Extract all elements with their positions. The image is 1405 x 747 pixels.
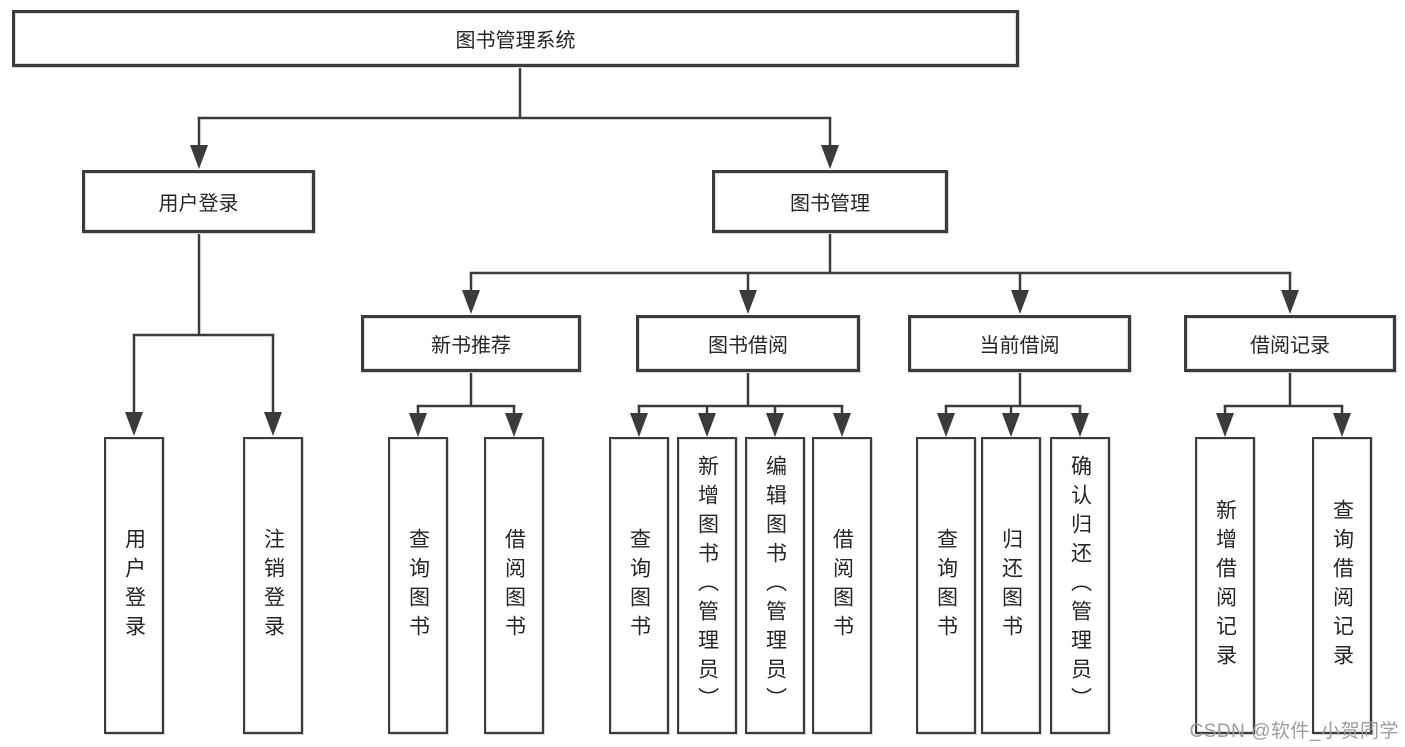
leaf-br-query-record: 查询借阅记录: [1312, 437, 1372, 734]
node-borrow-records: 借阅记录: [1184, 315, 1396, 372]
node-current-borrow: 当前借阅: [908, 315, 1131, 372]
node-book-borrow: 图书借阅: [636, 315, 860, 372]
leaf-bb-edit-book-admin-label: 编辑图书（管理员）: [763, 455, 787, 716]
node-new-book-recommend: 新书推荐: [361, 315, 581, 372]
leaf-bb-query-books-label: 查询图书: [627, 527, 651, 644]
node-book-management: 图书管理: [712, 170, 948, 233]
leaf-br-add-record: 新增借阅记录: [1195, 437, 1255, 734]
leaf-cb-confirm-return-admin-label: 确认归还（管理员）: [1068, 455, 1092, 716]
leaf-logout-label: 注销登录: [261, 527, 285, 644]
connector-borrow-records-to-leaves: [1216, 372, 1351, 437]
leaf-cb-return-books: 归还图书: [981, 437, 1041, 734]
connector-root-to-level2: [190, 67, 839, 169]
node-root-system-label: 图书管理系统: [455, 30, 576, 52]
leaf-bb-add-book-admin: 新增图书（管理员）: [677, 437, 737, 734]
leaf-cb-query-books: 查询图书: [916, 437, 976, 734]
node-current-borrow-label: 当前借阅: [979, 335, 1060, 357]
connector-book-borrow-to-leaves: [630, 372, 851, 437]
leaf-rec-query-books-label: 查询图书: [406, 527, 430, 644]
leaf-bb-borrow-books: 借阅图书: [812, 437, 872, 734]
leaf-br-query-record-label: 查询借阅记录: [1330, 498, 1354, 673]
connector-user-login-to-leaves: [125, 233, 282, 436]
leaf-cb-confirm-return-admin: 确认归还（管理员）: [1050, 437, 1110, 734]
leaf-logout: 注销登录: [243, 437, 303, 734]
connector-new-book-rec-to-leaves: [409, 372, 523, 437]
node-new-book-recommend-label: 新书推荐: [431, 335, 511, 357]
csdn-watermark: CSDN @软件_小贺同学: [1189, 721, 1399, 742]
leaf-user-login: 用户登录: [104, 437, 164, 734]
connector-current-borrow-to-leaves: [937, 372, 1089, 437]
node-book-borrow-label: 图书借阅: [708, 335, 788, 357]
leaf-rec-query-books: 查询图书: [388, 437, 448, 734]
node-user-login: 用户登录: [82, 170, 315, 233]
leaf-bb-query-books: 查询图书: [609, 437, 669, 734]
leaf-br-add-record-label: 新增借阅记录: [1213, 498, 1237, 673]
leaf-cb-query-books-label: 查询图书: [934, 527, 958, 644]
leaf-cb-return-books-label: 归还图书: [999, 527, 1023, 644]
node-book-management-label: 图书管理: [790, 193, 870, 215]
node-user-login-label: 用户登录: [158, 193, 239, 215]
leaf-rec-borrow-books: 借阅图书: [484, 437, 544, 734]
node-borrow-records-label: 借阅记录: [1250, 335, 1330, 357]
connector-book-mgmt-to-level3: [462, 233, 1299, 314]
leaf-rec-borrow-books-label: 借阅图书: [502, 527, 526, 644]
leaf-bb-edit-book-admin: 编辑图书（管理员）: [745, 437, 805, 734]
leaf-user-login-label: 用户登录: [122, 527, 146, 644]
node-root-system: 图书管理系统: [12, 10, 1019, 67]
leaf-bb-borrow-books-label: 借阅图书: [830, 527, 854, 644]
leaf-bb-add-book-admin-label: 新增图书（管理员）: [695, 455, 719, 716]
